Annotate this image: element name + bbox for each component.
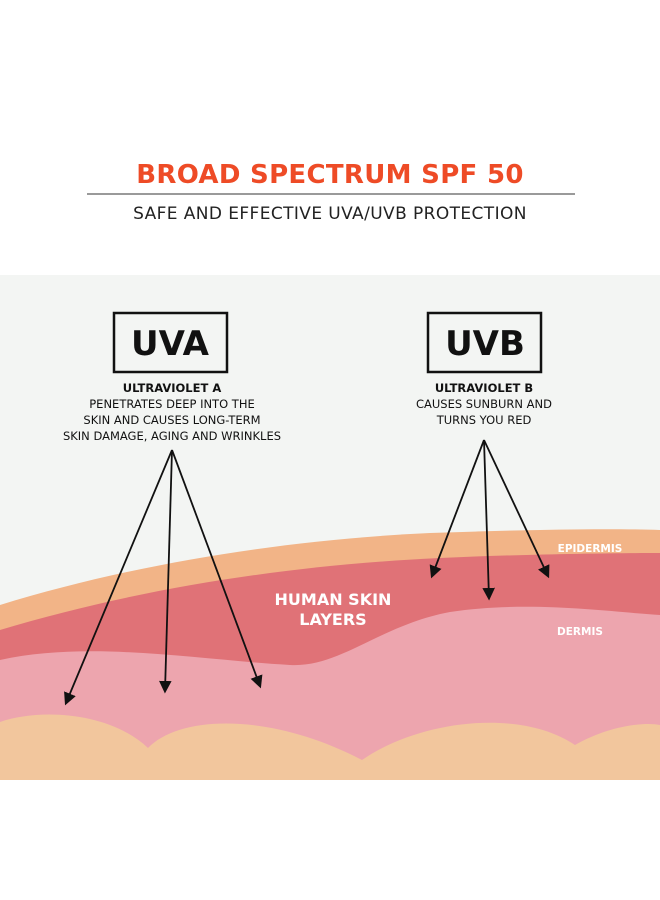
uvb-label: UVB	[445, 324, 525, 364]
uva-description-line: PENETRATES DEEP INTO THE	[89, 397, 254, 411]
uvb-arrow-left	[429, 439, 485, 579]
dermis-label: DERMIS	[557, 626, 603, 638]
uvb-arrow-center	[482, 439, 495, 601]
uva-box	[112, 311, 229, 374]
uva-arrow-right	[171, 449, 263, 689]
uvb-box	[426, 311, 543, 374]
title-divider	[87, 193, 575, 195]
uva-description-line: SKIN AND CAUSES LONG-TERM	[83, 413, 260, 427]
uva-arrow-center	[158, 449, 173, 694]
uva-heading: ULTRAVIOLET A	[123, 381, 222, 395]
uva-arrow-left	[64, 449, 173, 706]
uvb-description-line: CAUSES SUNBURN AND	[416, 397, 552, 411]
uva-label: UVA	[131, 324, 210, 364]
subcutaneous-layer	[0, 714, 660, 780]
skin-layers-title-line: HUMAN SKIN	[275, 590, 392, 609]
page-subtitle: SAFE AND EFFECTIVE UVA/UVB PROTECTION	[133, 204, 527, 224]
skin-layers-diagram: UVA UVB ULTRAVIOLET A PENETRATES DEEP IN…	[0, 275, 660, 780]
uvb-heading: ULTRAVIOLET B	[435, 381, 533, 395]
uvb-description-line: TURNS YOU RED	[436, 413, 532, 427]
uvb-arrow-right	[483, 439, 550, 579]
epidermis-label: EPIDERMIS	[558, 543, 623, 555]
page-title: BROAD SPECTRUM SPF 50	[136, 160, 524, 190]
skin-layers-title-line: LAYERS	[299, 610, 366, 629]
uva-description-line: SKIN DAMAGE, AGING AND WRINKLES	[63, 429, 281, 443]
